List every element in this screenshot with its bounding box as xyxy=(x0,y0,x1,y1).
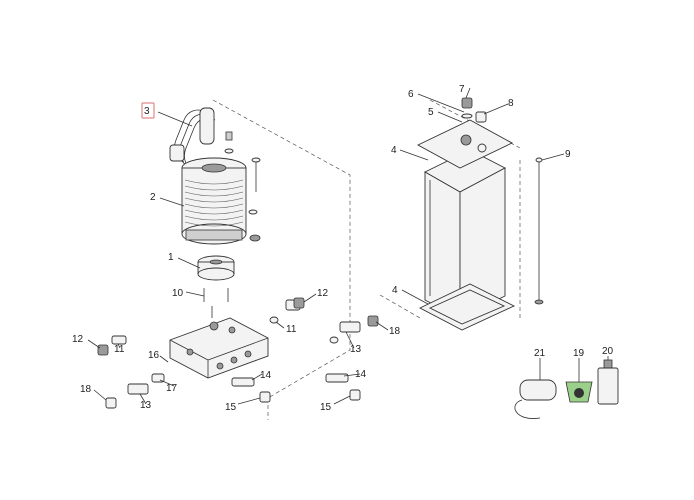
leader-lines xyxy=(87,87,609,405)
callout-8[interactable]: 8 xyxy=(508,98,514,109)
callout-9[interactable]: 9 xyxy=(565,149,571,160)
armature-part xyxy=(197,255,235,281)
callout-16[interactable]: 16 xyxy=(148,350,160,361)
valve-block-part xyxy=(169,317,269,379)
callout-12-right[interactable]: 12 xyxy=(317,288,329,299)
callout-13-right[interactable]: 13 xyxy=(350,344,362,355)
callout-11-left[interactable]: 11 xyxy=(114,344,125,355)
callout-6[interactable]: 6 xyxy=(408,89,414,100)
wiring-harness-part xyxy=(169,107,216,171)
oil-bottle-part xyxy=(597,359,619,405)
callout-10[interactable]: 10 xyxy=(172,288,184,299)
pins-part xyxy=(203,288,229,318)
seal-kit-part xyxy=(565,381,593,403)
callout-5[interactable]: 5 xyxy=(428,107,434,118)
callout-19[interactable]: 19 xyxy=(573,348,585,359)
capacitor-part xyxy=(514,379,557,419)
callout-15-left[interactable]: 15 xyxy=(225,402,237,413)
coil-fasteners xyxy=(224,131,261,242)
callout-12-left[interactable]: 12 xyxy=(72,334,84,345)
tank-part xyxy=(424,149,506,319)
fittings-left xyxy=(97,335,165,409)
tank-base-gasket xyxy=(418,283,516,331)
rod-part xyxy=(534,157,544,305)
lid-fittings xyxy=(461,97,487,123)
callout-7[interactable]: 7 xyxy=(459,84,465,95)
coil-windings xyxy=(184,179,244,227)
callout-3[interactable]: 3 xyxy=(144,106,150,117)
callouts: 3 2 1 10 12 11 18 13 12 11 16 17 18 13 1… xyxy=(72,84,614,413)
callout-4-bottom[interactable]: 4 xyxy=(392,285,398,296)
callout-18-right[interactable]: 18 xyxy=(389,326,401,337)
coil-part xyxy=(181,157,247,245)
callout-2[interactable]: 2 xyxy=(150,192,156,203)
callout-3-highlight xyxy=(141,102,155,119)
callout-17[interactable]: 17 xyxy=(166,383,178,394)
callout-14-left[interactable]: 14 xyxy=(260,370,272,381)
callout-13-left[interactable]: 13 xyxy=(140,400,152,411)
fittings-bottom xyxy=(231,373,361,403)
fittings-right xyxy=(269,297,379,344)
callout-18-left[interactable]: 18 xyxy=(80,384,92,395)
tank-lid-part xyxy=(417,119,513,169)
callout-1[interactable]: 1 xyxy=(168,252,174,263)
callout-15-right[interactable]: 15 xyxy=(320,402,332,413)
callout-4-top[interactable]: 4 xyxy=(391,145,397,156)
callout-21[interactable]: 21 xyxy=(534,348,546,359)
callout-20[interactable]: 20 xyxy=(602,346,614,357)
callout-11-right[interactable]: 11 xyxy=(286,324,297,335)
callout-14-right[interactable]: 14 xyxy=(355,369,367,380)
